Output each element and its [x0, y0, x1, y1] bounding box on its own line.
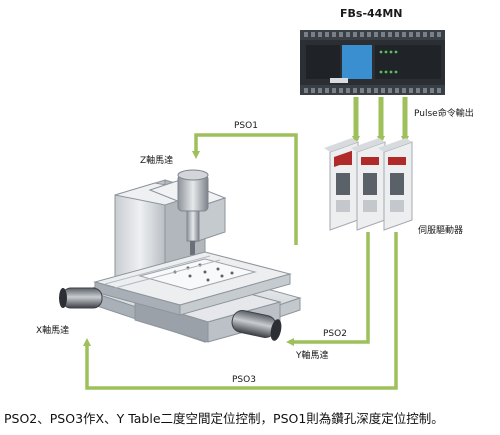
plc-unit [300, 30, 445, 95]
pulse-arrows [352, 97, 409, 144]
pso3-label: PSO3 [232, 375, 256, 385]
z-motor-label: Z軸馬達 [140, 156, 174, 166]
pulse-output-label: Pulse命令輸出 [414, 109, 474, 119]
caption-text: PSO2、PSO3作X、Y Table二度空間定位控制，PSO1則為鑽孔深度定位… [4, 411, 444, 426]
y-motor-label: Y軸馬達 [296, 351, 329, 361]
pso2-label: PSO2 [323, 329, 347, 339]
servo-drive-1 [324, 138, 359, 231]
servo-drive-label: 伺服驅動器 [418, 226, 464, 236]
pso1-line [192, 133, 298, 245]
milling-machine [59, 169, 302, 343]
servo-drives [324, 138, 413, 231]
pso2-line [286, 232, 370, 346]
plc-model-label: FBs-44MN [340, 7, 403, 20]
servo-drive-3 [378, 138, 413, 231]
servo-drive-2 [351, 138, 386, 231]
x-motor-label: X軸馬達 [36, 326, 70, 336]
pso3-line [83, 232, 398, 390]
pso1-label: PSO1 [234, 121, 258, 131]
